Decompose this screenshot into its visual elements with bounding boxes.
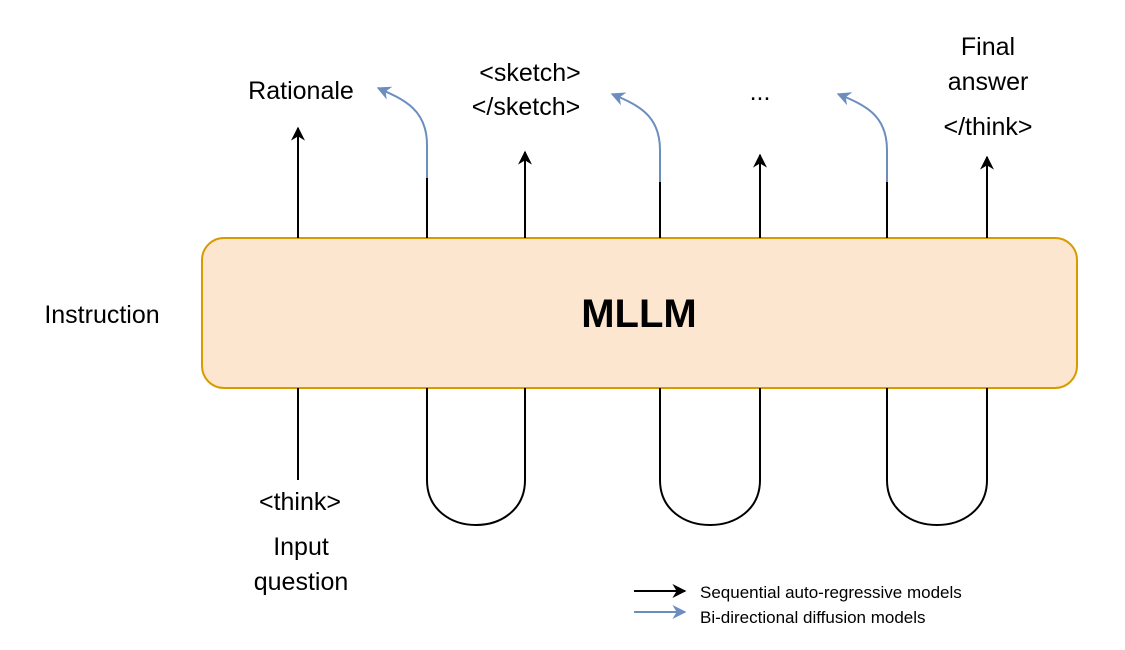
diffusion-arrow-3: [836, 92, 888, 182]
sketch-close-tag: </sketch>: [472, 93, 580, 121]
sketch-open-tag: <sketch>: [479, 59, 580, 87]
input-question-line-1: Input: [273, 533, 329, 561]
input-question-line-2: question: [254, 568, 349, 596]
mllm-label: MLLM: [581, 292, 697, 336]
input-think-tag: <think>: [259, 488, 341, 516]
legend: Sequential auto-regressive models Bi-dir…: [634, 583, 962, 627]
legend-autoregressive-label: Sequential auto-regressive models: [700, 583, 962, 602]
ellipsis-label: ...: [750, 78, 771, 106]
feedback-loop-3: [886, 388, 988, 526]
final-answer-line-2: answer: [948, 68, 1029, 96]
diffusion-arrow-1: [376, 86, 428, 178]
instruction-label: Instruction: [44, 301, 159, 329]
rationale-label: Rationale: [248, 77, 354, 105]
diffusion-arrow-2: [610, 92, 661, 182]
legend-diffusion-label: Bi-directional diffusion models: [700, 608, 926, 627]
final-answer-line-1: Final: [961, 33, 1015, 61]
think-close-tag: </think>: [944, 113, 1033, 141]
feedback-loop-1: [426, 388, 526, 526]
feedback-loop-2: [659, 388, 761, 526]
mllm-box: [201, 237, 1078, 389]
